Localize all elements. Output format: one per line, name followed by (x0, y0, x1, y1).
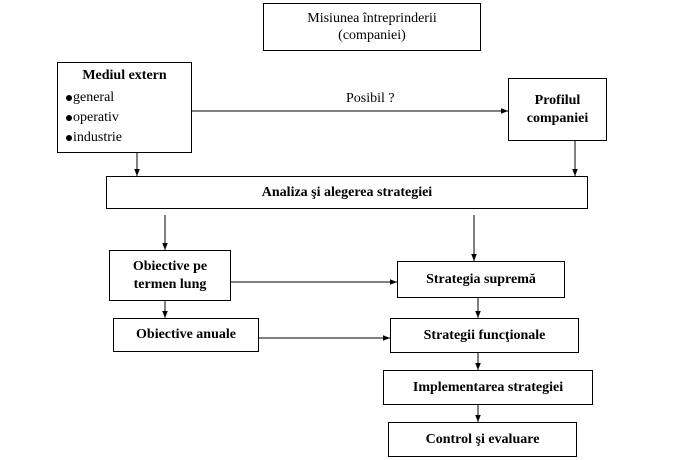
node-mediul-extern-title: Mediul extern (82, 68, 167, 83)
node-mediul-extern: Mediul extern general operativ industrie (57, 62, 192, 153)
node-obiective-termen-lung: Obiective pe termen lung (109, 250, 231, 301)
node-strategii-functionale: Strategii funcţionale (390, 318, 579, 353)
mediul-extern-item-label: industrie (73, 129, 122, 145)
node-strategia-suprema: Strategia supremă (397, 261, 565, 298)
node-analiza-strategiei: Analiza şi alegerea strategiei (106, 176, 588, 209)
node-profilul-line-2: companiei (526, 110, 589, 126)
node-misiunea-line-2: (companiei) (338, 28, 406, 43)
bullet-icon (66, 114, 72, 121)
node-obiective-lung-line-2: termen lung (133, 276, 207, 292)
bullet-icon (66, 94, 72, 101)
mediul-extern-item: general (66, 88, 122, 108)
mediul-extern-item-label: operativ (73, 109, 119, 125)
mediul-extern-item: operativ (66, 108, 122, 128)
node-control-evaluare: Control şi evaluare (388, 422, 577, 457)
mediul-extern-item: industrie (66, 128, 122, 148)
mediul-extern-item-label: general (73, 89, 115, 105)
node-profilul-line-1: Profilul (534, 93, 581, 108)
node-obiective-lung-line-1: Obiective pe (132, 259, 208, 274)
node-profilul-companiei: Profilul companiei (508, 78, 607, 141)
edge-label-posibil: Posibil ? (346, 91, 395, 106)
node-misiunea: Misiunea întreprinderii (companiei) (263, 3, 481, 51)
node-obiective-anuale: Obiective anuale (113, 318, 259, 352)
node-misiunea-line-1: Misiunea întreprinderii (307, 10, 437, 26)
node-implementarea-strategiei: Implementarea strategiei (383, 370, 593, 405)
bullet-icon (66, 134, 72, 141)
mediul-extern-list: general operativ industrie (66, 88, 122, 148)
